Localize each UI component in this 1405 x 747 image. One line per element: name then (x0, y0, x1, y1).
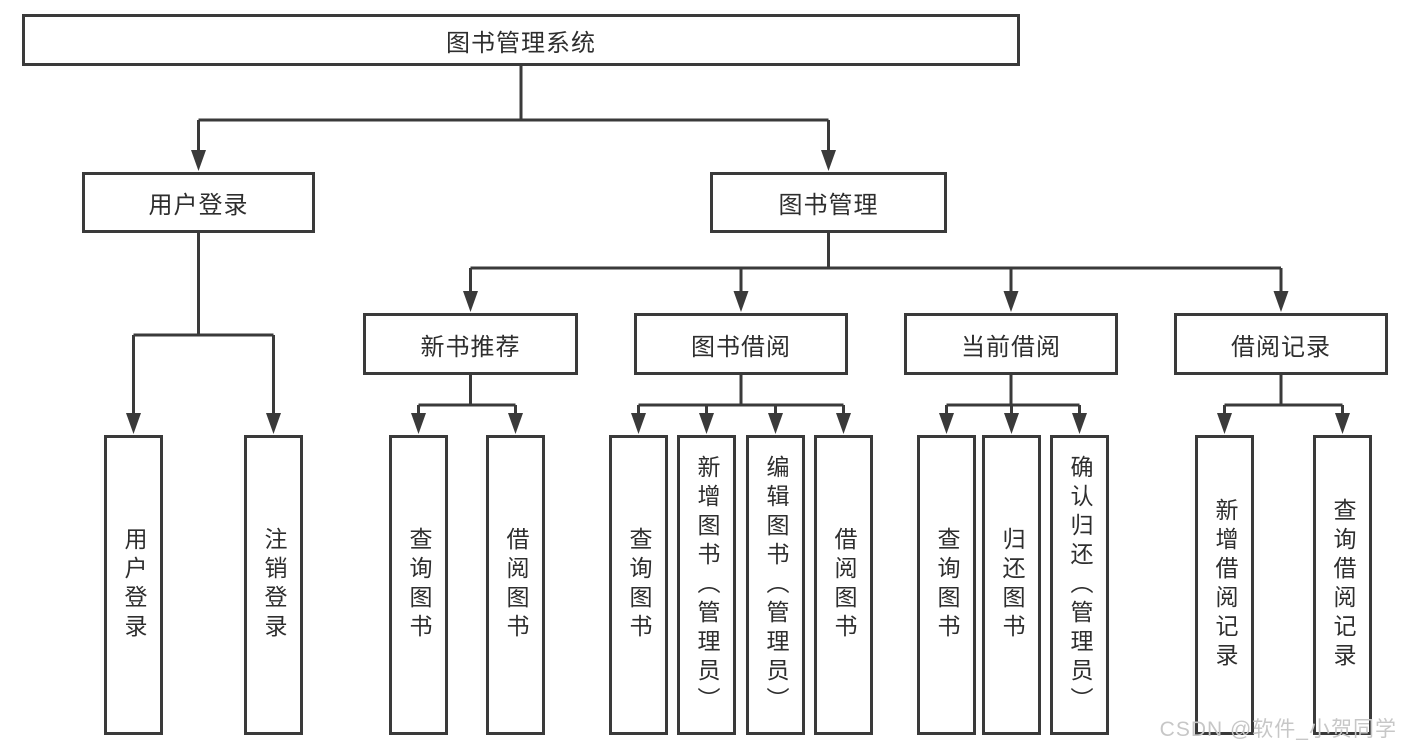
leaf-add-borrow-record: 新增借阅记录 (1195, 435, 1254, 735)
leaf-borrow-books: 借阅图书 (814, 435, 873, 735)
leaf-label: 借阅图书 (831, 527, 857, 643)
leaf-label: 确认归还（管理员） (1067, 454, 1093, 716)
leaf-label: 归还图书 (999, 527, 1025, 643)
node-borrow-records: 借阅记录 (1174, 313, 1388, 375)
leaf-query-books-current: 查询图书 (917, 435, 976, 735)
node-book-management-system: 图书管理系统 (22, 14, 1020, 66)
leaf-confirm-return-admin: 确认归还（管理员） (1050, 435, 1109, 735)
arrowhead-group (126, 150, 1350, 434)
leaf-label: 新增借阅记录 (1212, 498, 1238, 672)
node-book-borrow: 图书借阅 (634, 313, 848, 375)
leaf-label: 新增图书（管理员） (694, 454, 720, 716)
node-current-borrow: 当前借阅 (904, 313, 1118, 375)
node-user-login: 用户登录 (82, 172, 315, 233)
node-new-book-recommend: 新书推荐 (363, 313, 578, 375)
csdn-watermark: CSDN @软件_小贺同学 (1159, 718, 1397, 741)
leaf-logout: 注销登录 (244, 435, 303, 735)
node-book-management: 图书管理 (710, 172, 947, 233)
leaf-user-login: 用户登录 (104, 435, 163, 735)
leaf-borrow-books-recommend: 借阅图书 (486, 435, 545, 735)
leaf-label: 查询借阅记录 (1330, 498, 1356, 672)
leaf-edit-book-admin: 编辑图书（管理员） (746, 435, 805, 735)
leaf-label: 编辑图书（管理员） (763, 454, 789, 716)
leaf-query-books-borrow: 查询图书 (609, 435, 668, 735)
leaf-label: 借阅图书 (503, 527, 529, 643)
leaf-label: 用户登录 (121, 527, 147, 643)
leaf-query-books-recommend: 查询图书 (389, 435, 448, 735)
leaf-label: 查询图书 (934, 527, 960, 643)
leaf-add-book-admin: 新增图书（管理员） (677, 435, 736, 735)
leaf-label: 查询图书 (406, 527, 432, 643)
leaf-label: 注销登录 (261, 527, 287, 643)
leaf-query-borrow-record: 查询借阅记录 (1313, 435, 1372, 735)
leaf-label: 查询图书 (626, 527, 652, 643)
leaf-return-book: 归还图书 (982, 435, 1041, 735)
